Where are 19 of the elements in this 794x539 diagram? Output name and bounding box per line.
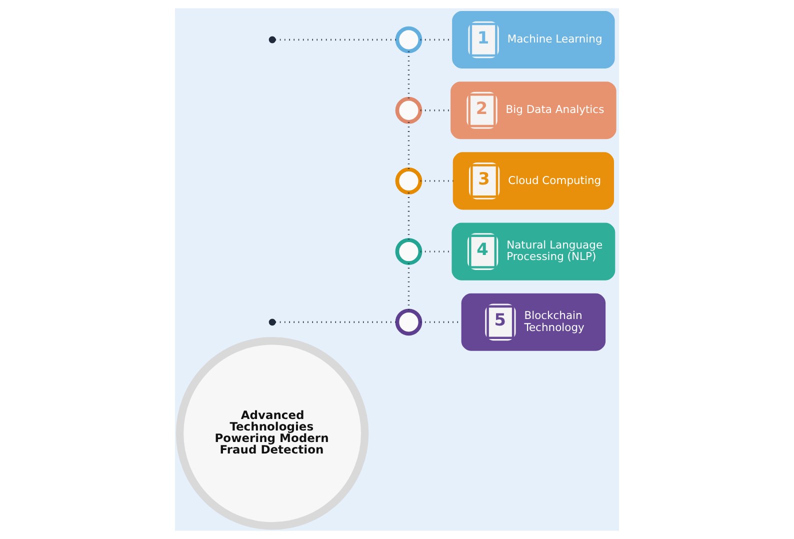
node-box: 5 Blockchain Technology bbox=[461, 293, 606, 351]
node-box: 1 Machine Learning bbox=[452, 10, 615, 69]
connector bbox=[408, 263, 410, 310]
connector bbox=[420, 110, 451, 112]
connector bbox=[408, 192, 410, 240]
connector bbox=[420, 180, 454, 182]
node-box: 2 Big Data Analytics bbox=[450, 82, 616, 140]
node-box: 3 Cloud Computing bbox=[452, 152, 614, 210]
node-circle bbox=[395, 96, 422, 124]
node-circle bbox=[395, 238, 422, 265]
connector bbox=[408, 51, 410, 99]
node-circle bbox=[395, 26, 422, 54]
node-dot bbox=[268, 318, 276, 326]
node-circle bbox=[395, 308, 422, 336]
node-box: 4 Natural Language Processing (NLP) bbox=[452, 222, 616, 280]
connector bbox=[408, 122, 410, 170]
node-circle: Advanced Technologies Powering Modern Fraud Detection bbox=[176, 337, 369, 530]
node-dot bbox=[268, 36, 276, 44]
node-circle bbox=[395, 168, 422, 194]
